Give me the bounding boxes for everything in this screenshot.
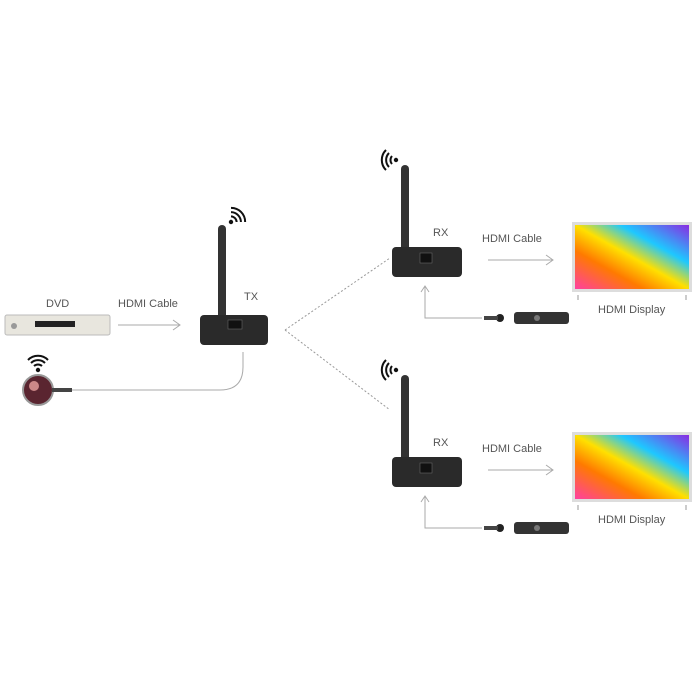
wireless-links <box>284 257 391 411</box>
ir-receiver-icon <box>22 352 244 406</box>
hdmi-cable-label: HDMI Cable <box>482 443 542 455</box>
tx-transmitter-icon <box>200 203 268 345</box>
dvd-label: DVD <box>46 298 70 310</box>
hdmi-display-label: HDMI Display <box>598 514 666 526</box>
tx-label: TX <box>244 291 259 303</box>
rx-label: RX <box>433 437 449 449</box>
hdmi-cable-label: HDMI Cable <box>118 298 178 310</box>
dvd-player-icon <box>4 314 111 336</box>
rx-label: RX <box>433 227 449 239</box>
hdmi-cable-label: HDMI Cable <box>482 233 542 245</box>
hdmi-display-label: HDMI Display <box>598 304 666 316</box>
arrow-dvd-to-tx <box>118 319 181 331</box>
